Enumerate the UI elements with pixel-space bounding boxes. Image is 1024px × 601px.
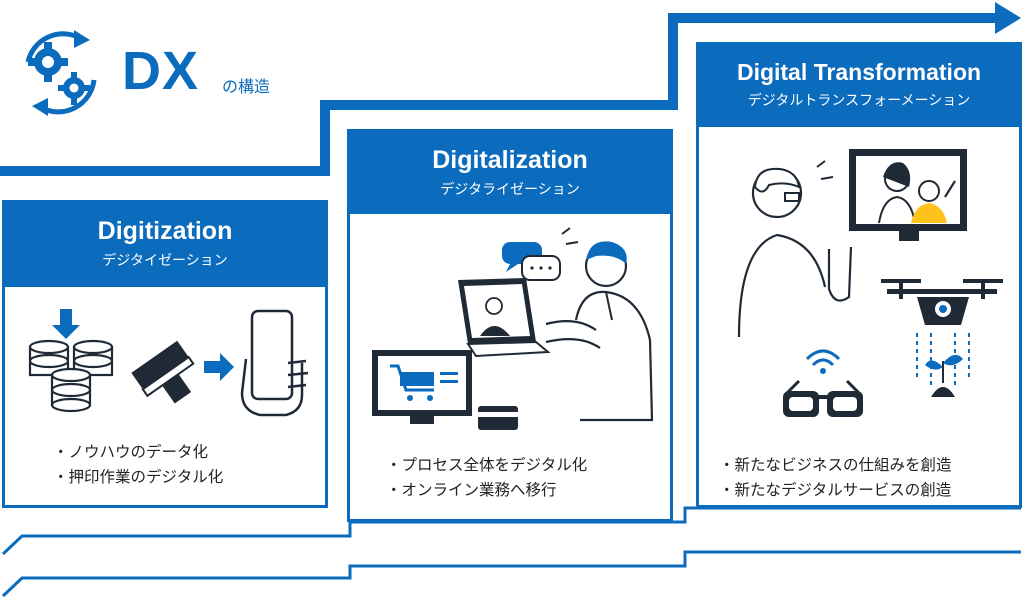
- stage-panel-digital-transformation: Digital Transformation デジタルトランスフォーメーション: [696, 42, 1022, 508]
- bullet-item: 押印作業のデジタル化: [53, 465, 224, 490]
- stage-header: Digitization デジタイゼーション: [5, 203, 325, 287]
- bullet-item: 新たなデジタルサービスの創造: [719, 478, 952, 503]
- stage-bullets: 新たなビジネスの仕組みを創造 新たなデジタルサービスの創造: [719, 453, 952, 503]
- stage-panel-digitalization: Digitalization デジタライゼーション: [347, 129, 673, 522]
- digital-transformation-illustration: [737, 149, 1003, 417]
- bullet-item: ノウハウのデータ化: [53, 440, 223, 465]
- stage-panel-digitization: Digitization デジタイゼーション: [2, 200, 328, 508]
- stage-subtitle: デジタルトランスフォーメーション: [747, 93, 971, 109]
- stage-header: Digitalization デジタライゼーション: [350, 132, 670, 214]
- digitalization-illustration: [372, 227, 654, 430]
- digitization-illustration: [28, 309, 309, 417]
- stage-title: Digitization: [97, 217, 233, 245]
- stage-subtitle: デジタイゼーション: [102, 253, 228, 269]
- logo-text: DX: [122, 41, 200, 101]
- bullet-item: オンライン業務へ移行: [386, 478, 587, 503]
- stage-bullets: プロセス全体をデジタル化 オンライン業務へ移行: [386, 453, 588, 503]
- stage-header: Digital Transformation デジタルトランスフォーメーション: [699, 45, 1019, 127]
- logo-subtitle: の構造: [222, 77, 271, 96]
- bullet-item: 新たなビジネスの仕組みを創造: [719, 453, 952, 478]
- gears-cycle-icon: [25, 30, 97, 116]
- stage-bullets: ノウハウのデータ化 押印作業のデジタル化: [53, 440, 224, 490]
- stage-title: Digital Transformation: [736, 59, 982, 85]
- bullet-item: プロセス全体をデジタル化: [386, 453, 588, 478]
- stage-subtitle: デジタライゼーション: [440, 182, 580, 198]
- stage-title: Digitalization: [432, 146, 588, 174]
